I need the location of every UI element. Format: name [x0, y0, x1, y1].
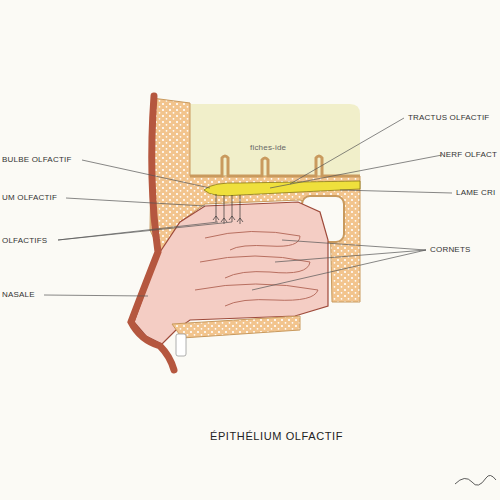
part-label: UM OLFACTIF — [2, 193, 57, 203]
tooth — [176, 334, 186, 356]
skin-profile — [131, 96, 174, 370]
part-label: OLFACTIFS — [2, 236, 47, 246]
upper-cornet — [205, 231, 300, 250]
gyri — [190, 156, 360, 176]
nasal-cavity — [134, 202, 328, 344]
olfactory-nerves — [213, 194, 243, 224]
part-label: BULBE OLFACTIF — [2, 155, 71, 165]
caption: ÉPITHÉLIUM OLFACTIF — [210, 430, 343, 442]
watermark: fiches-ide — [250, 143, 286, 153]
part-label: CORNETS — [430, 245, 471, 255]
middle-cornet — [200, 256, 310, 278]
part-label: LAME CRI — [456, 188, 495, 198]
part-label: NERF OLFACT — [440, 150, 497, 160]
palate-bone — [172, 316, 300, 338]
olfactory-bulb — [204, 181, 360, 196]
signature — [455, 475, 496, 485]
brain — [190, 104, 360, 182]
part-label: TRACTUS OLFACTIF — [408, 113, 489, 123]
lower-cornet — [195, 284, 318, 306]
leader-lines — [44, 118, 452, 296]
part-label: NASALE — [2, 290, 35, 300]
